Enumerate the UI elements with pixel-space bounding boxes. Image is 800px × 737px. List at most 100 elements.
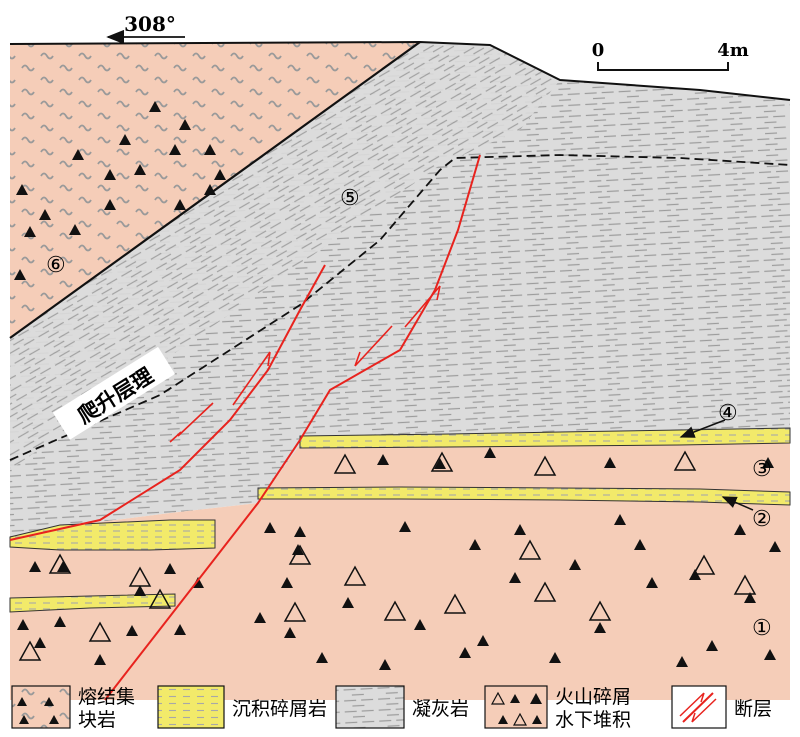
filled-clast-triangle (104, 199, 116, 210)
filled-clast-triangle (119, 134, 131, 145)
filled-clast-triangle (281, 577, 293, 588)
open-clast-triangle (343, 565, 367, 586)
band-pointers (679, 419, 754, 511)
filled-clast-triangle (34, 637, 46, 648)
filled-clast-triangle (706, 640, 718, 651)
filled-clast-triangle (342, 597, 354, 608)
open-clast-triangle (48, 553, 72, 574)
azimuth-label: 308° (124, 12, 176, 36)
sediment-band-left-lower (9, 593, 176, 613)
marker-4: ④ (718, 401, 738, 426)
filled-clast-triangle (604, 457, 616, 468)
open-clast-triangle (88, 621, 112, 642)
volcaniclastic-layer-1-3 (10, 440, 790, 700)
open-clast-triangle (443, 593, 467, 614)
filled-clast-triangle (72, 149, 84, 160)
filled-clast-triangle (594, 622, 606, 633)
filled-clast-triangle (57, 561, 69, 572)
filled-clast-triangle (204, 144, 216, 155)
marker-6: ⑥ (46, 253, 66, 278)
open-clast-triangle (692, 554, 716, 575)
filled-clast-triangle (164, 563, 176, 574)
marker-1: ① (752, 616, 772, 641)
contact-lines (9, 40, 791, 461)
filled-clast-triangle (254, 612, 266, 623)
open-clast-triangle (383, 600, 407, 621)
legend-label-welded-2: 块岩 (78, 709, 116, 731)
legend-label-welded-1: 熔结集 (78, 686, 135, 708)
filled-clast-triangle (459, 647, 471, 658)
legend: 熔结集 块岩 沉积碎屑岩 凝灰岩 火山碎屑 水下堆积 断层 (11, 685, 772, 731)
open-clast-triangle (518, 539, 542, 560)
filled-clast-triangle (634, 539, 646, 550)
filled-clast-triangle (174, 199, 186, 210)
filled-clast-triangle (469, 539, 481, 550)
filled-clast-triangle (549, 652, 561, 663)
filled-clast-triangle (174, 624, 186, 635)
filled-clast-triangle (379, 659, 391, 670)
filled-clast-triangle (126, 625, 138, 636)
open-clast-triangle (733, 574, 757, 595)
climbing-bedding-boundary (9, 154, 791, 461)
filled-clast-triangle (316, 652, 328, 663)
topographic-surface (9, 40, 791, 101)
filled-clast-triangle (484, 447, 496, 458)
filled-clast-triangle (569, 559, 581, 570)
legend-label-volcaniclastic-2: 水下堆积 (555, 709, 631, 731)
main-fault (104, 154, 481, 701)
legend-label-sediment: 沉积碎屑岩 (232, 698, 327, 720)
open-clast-triangle (18, 640, 42, 661)
filled-clast-triangle (16, 184, 28, 195)
filled-clast-triangle (284, 627, 296, 638)
marker-2: ② (752, 507, 772, 532)
scale-bar-end: 4m (717, 40, 749, 61)
filled-clast-triangle (769, 541, 781, 552)
filled-clast-triangle (104, 169, 116, 180)
scale-bar: 0 4m (592, 40, 749, 71)
filled-clast-triangle (399, 521, 411, 532)
marker-5: ⑤ (340, 186, 360, 211)
filled-clast-triangle (434, 458, 446, 469)
fault-motion-arrows (169, 285, 441, 443)
sediment-band-left-upper (9, 519, 216, 551)
open-clast-triangle (533, 455, 557, 476)
open-clast-triangle (533, 581, 557, 602)
legend-label-volcaniclastic-1: 火山碎屑 (555, 686, 631, 708)
filled-clast-triangle (676, 656, 688, 667)
filled-clast-triangle (414, 619, 426, 630)
scale-bar-start: 0 (592, 40, 605, 61)
filled-clast-triangle (294, 526, 306, 537)
filled-clast-triangle (509, 572, 521, 583)
filled-clast-triangle (477, 635, 489, 646)
legend-label-fault: 断层 (734, 698, 772, 720)
open-clast-triangle (128, 566, 152, 587)
open-clast-triangle (588, 600, 612, 621)
filled-clast-triangle (14, 269, 26, 280)
open-clast-triangle (430, 451, 454, 472)
filled-clast-triangle (214, 169, 226, 180)
legend-box-sediment (157, 685, 225, 729)
clast-triangles (14, 101, 781, 670)
orientation-arrow: 308° (106, 12, 185, 45)
filled-clast-triangle (646, 577, 658, 588)
filled-clast-triangle (377, 454, 389, 465)
filled-clast-triangle (169, 144, 181, 155)
filled-clast-triangle (734, 524, 746, 535)
open-clast-triangle (148, 588, 172, 609)
filled-clast-triangle (204, 184, 216, 195)
sediment-band-2 (257, 486, 791, 506)
filled-clast-triangle (764, 649, 776, 660)
filled-clast-triangle (614, 514, 626, 525)
filled-clast-triangle (744, 592, 756, 603)
filled-clast-triangle (149, 101, 161, 112)
layer-markers: ① ② ③ ④ ⑤ ⑥ (46, 186, 772, 641)
filled-clast-triangle (134, 585, 146, 596)
filled-clast-triangle (94, 654, 106, 665)
contact-6-5 (9, 41, 421, 339)
legend-label-tuff: 凝灰岩 (412, 698, 469, 720)
filled-clast-triangle (134, 164, 146, 175)
sediment-bands (9, 427, 791, 613)
filled-clast-triangle (29, 561, 41, 572)
open-clast-triangle (673, 450, 697, 471)
